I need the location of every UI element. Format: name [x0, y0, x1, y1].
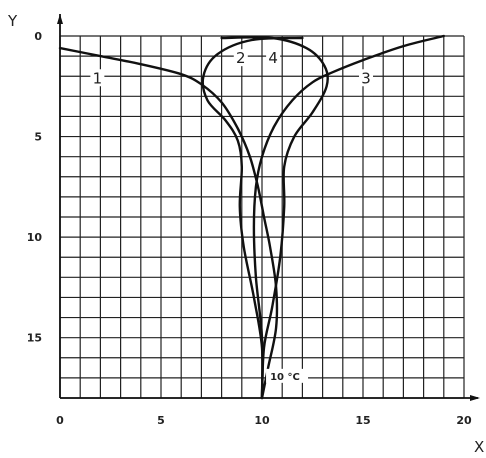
y-tick-label: 15	[27, 332, 42, 345]
curve-label-3: 3	[361, 69, 371, 87]
x-tick-label: 0	[56, 414, 64, 427]
x-tick-label: 15	[355, 414, 370, 427]
curve-label-2: 2	[236, 49, 246, 67]
annotation-bg	[266, 368, 309, 383]
temperature-annotation: 10 °C	[270, 372, 300, 383]
x-axis-label: X	[474, 438, 484, 456]
y-tick-label: 0	[34, 30, 42, 43]
curve-labels: 1 2 3 4	[90, 49, 374, 87]
curve-label-bg	[359, 69, 374, 87]
y-axis-label: Y	[7, 12, 18, 30]
curve-label-bg	[90, 69, 105, 87]
series-line-2	[201, 36, 304, 400]
series-line-4	[220, 36, 329, 400]
axes	[57, 14, 480, 401]
x-tick-label: 5	[157, 414, 165, 427]
series-line-3	[252, 34, 445, 400]
x-tick-label: 10	[254, 414, 270, 427]
series-group	[58, 34, 445, 400]
y-axis-arrow	[57, 14, 63, 24]
y-tick-label: 5	[34, 131, 42, 144]
curve-label-4: 4	[268, 49, 278, 67]
grid	[59, 35, 465, 399]
curve-label-bg	[233, 49, 248, 67]
x-tick-label: 20	[456, 414, 472, 427]
x-axis-arrow	[470, 395, 480, 401]
curve-label-1: 1	[93, 69, 103, 87]
tick-labels: 0 5 10 15 20 0 5 10 15	[27, 30, 472, 427]
curve-label-bg	[266, 49, 281, 67]
series-line-1	[58, 46, 279, 400]
y-tick-label: 10	[27, 231, 43, 244]
